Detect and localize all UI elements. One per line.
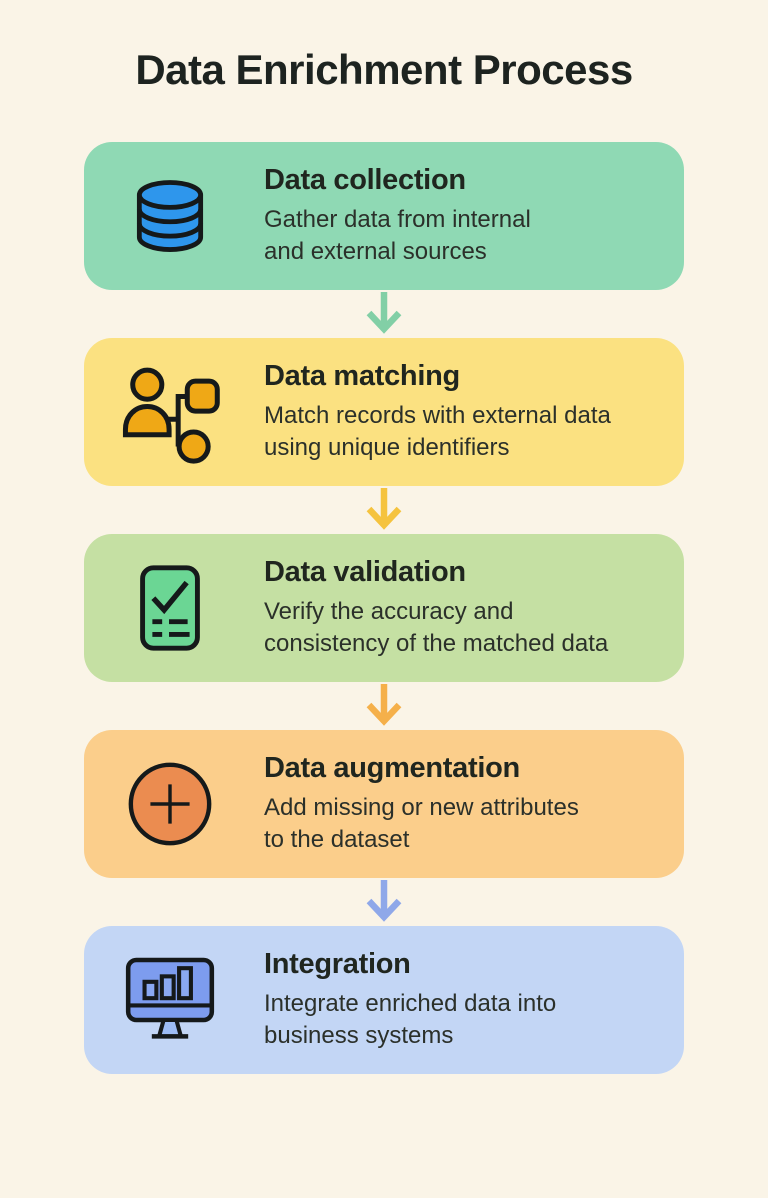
step-card-data-validation: Data validation Verify the accuracy and …: [84, 534, 684, 682]
step-title: Data matching: [264, 360, 460, 392]
process-flow: Data collection Gather data from interna…: [84, 142, 684, 1074]
person-flowchart-icon: [120, 357, 220, 467]
arrow-row: [84, 290, 684, 338]
step-text-block: Data augmentation Add missing or new att…: [264, 752, 579, 856]
step-card-integration: Integration Integrate enriched data into…: [84, 926, 684, 1074]
step-description: Match records with external data using u…: [264, 402, 611, 461]
step-text-block: Data matching Match records with externa…: [264, 360, 611, 464]
monitor-chart-icon: [120, 945, 220, 1055]
checklist-icon: [120, 553, 220, 663]
step-title: Data collection: [264, 164, 466, 196]
step-title: Integration: [264, 948, 411, 980]
step-text-block: Data validation Verify the accuracy and …: [264, 556, 608, 660]
step-title: Data validation: [264, 556, 466, 588]
database-icon: [120, 161, 220, 271]
step-text-block: Data collection Gather data from interna…: [264, 164, 531, 268]
step-title: Data augmentation: [264, 752, 520, 784]
step-description: Add missing or new attributes to the dat…: [264, 794, 579, 853]
step-card-data-collection: Data collection Gather data from interna…: [84, 142, 684, 290]
page-title: Data Enrichment Process: [135, 46, 633, 93]
arrow-row: [84, 682, 684, 730]
step-card-data-augmentation: Data augmentation Add missing or new att…: [84, 730, 684, 878]
down-arrow-icon: [366, 292, 402, 334]
down-arrow-icon: [366, 488, 402, 530]
step-card-data-matching: Data matching Match records with externa…: [84, 338, 684, 486]
plus-circle-icon: [120, 749, 220, 859]
arrow-row: [84, 486, 684, 534]
infographic-page: Data Enrichment Process Data collection …: [0, 46, 768, 1198]
down-arrow-icon: [366, 880, 402, 922]
step-description: Gather data from internal and external s…: [264, 206, 531, 265]
down-arrow-icon: [366, 684, 402, 726]
step-text-block: Integration Integrate enriched data into…: [264, 948, 556, 1052]
step-description: Verify the accuracy and consistency of t…: [264, 598, 609, 657]
step-description: Integrate enriched data into business sy…: [264, 990, 557, 1049]
arrow-row: [84, 878, 684, 926]
